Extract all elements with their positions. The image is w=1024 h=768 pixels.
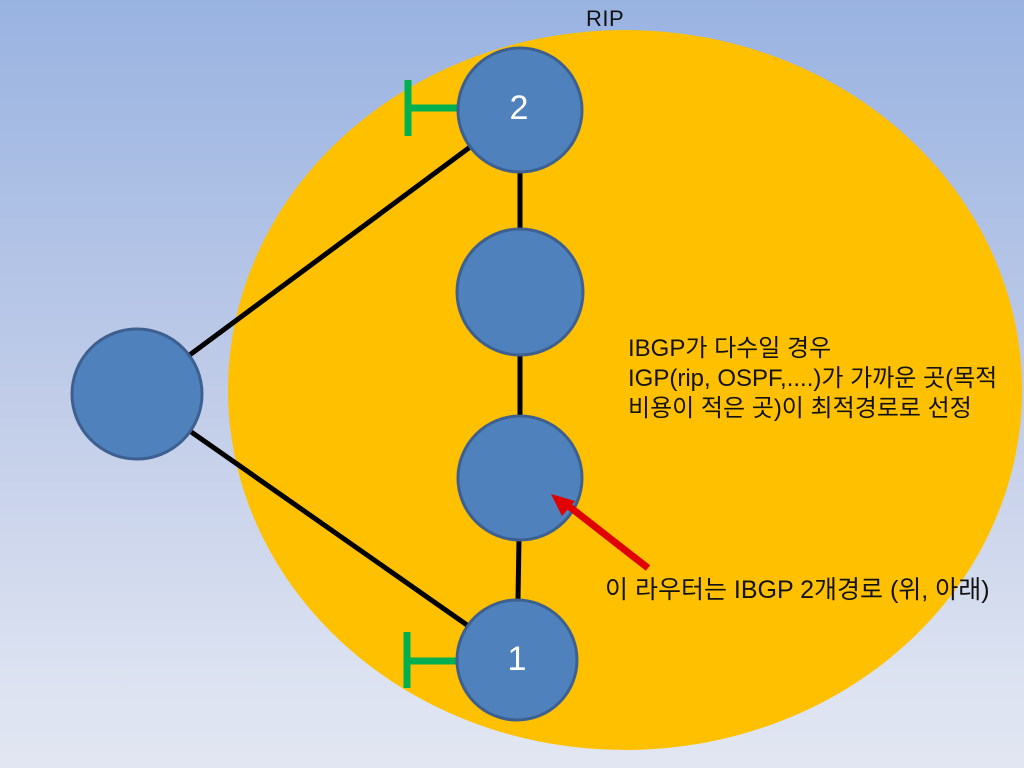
- blocked-marks: [403, 80, 458, 688]
- link-external-to-bottom: [135, 391, 519, 663]
- link-external-to-top: [135, 107, 522, 397]
- multi-path-note: IBGP가 다수일 경우 IGP(rip, OSPF,....)가 가까운 곳(…: [628, 334, 997, 424]
- red-arrow-head-icon: [551, 494, 575, 516]
- router-upper-middle-node: [455, 227, 585, 357]
- router-bottom-node: [455, 598, 579, 722]
- red-arrow: [551, 494, 651, 571]
- router-lower-middle-node: [456, 414, 584, 542]
- router-note: 이 라우터는 IBGP 2개경로 (위, 아래): [605, 576, 990, 604]
- red-arrow-shaft: [563, 501, 651, 571]
- as-region-ellipse: [228, 30, 1022, 750]
- router-top-label: 2: [509, 88, 529, 127]
- router-external-node: [70, 327, 204, 461]
- multi-path-note-line: IBGP가 다수일 경우: [628, 335, 832, 362]
- router-bottom-label: 1: [507, 639, 527, 678]
- router-nodes: [70, 46, 585, 722]
- multi-path-note-line: 비용이 적은 곳)이 최적경로로 선정: [628, 395, 972, 422]
- router-top-node: [456, 46, 584, 174]
- multi-path-note-line: IGP(rip, OSPF,....)가 가까운 곳(목적: [628, 365, 998, 392]
- as-region-label: RIP: [586, 6, 625, 31]
